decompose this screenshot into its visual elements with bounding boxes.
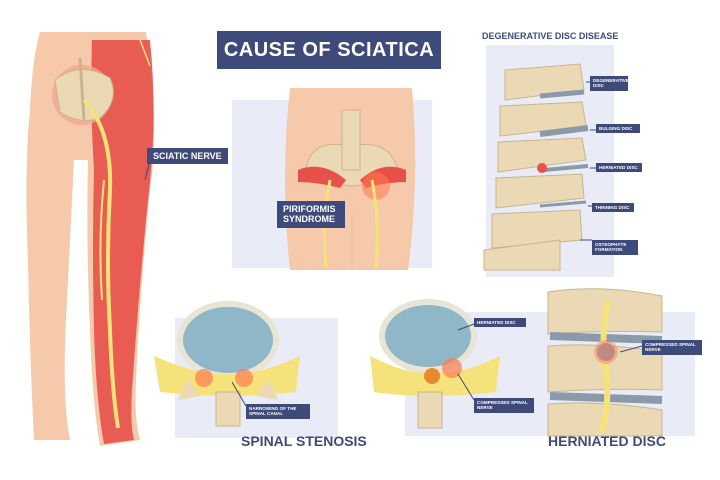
label-herniated-disc-axial: HERNIATED DISC — [474, 318, 526, 328]
label-compressed-nerve-axial: COMPRESSED SPINAL NERVE — [474, 398, 534, 413]
page-title: CAUSE OF SCIATICA — [217, 31, 441, 69]
herniated-side-illustration — [547, 288, 663, 437]
degenerative-heading: DEGENERATIVE DISC DISEASE — [482, 31, 619, 41]
label-narrowing-spinal-canal: NARROWING OF THE SPINAL CANAL — [246, 404, 310, 419]
stenosis-illustration — [154, 301, 300, 427]
label-osteophyte-formation: OSTEOPHYTE FORMATION — [592, 240, 638, 255]
degenerative-spine-illustration — [483, 63, 596, 271]
label-thinning-disc: THINNING DISC — [592, 203, 634, 213]
stenosis-heading: SPINAL STENOSIS — [241, 433, 367, 449]
label-degenerative-disc: DEGENERATIVE DISC — [590, 76, 629, 91]
leg-illustration — [26, 32, 155, 446]
label-herniated-disc-degenerative: HERNIATED DISC — [596, 163, 642, 173]
herniated-axial-illustration — [370, 299, 500, 429]
piriformis-illustration — [285, 88, 416, 270]
label-bulging-disc: BULGING DISC — [596, 124, 640, 134]
label-sciatic-nerve: SCIATIC NERVE — [147, 148, 228, 165]
herniated-heading: HERNIATED DISC — [548, 433, 666, 449]
label-compressed-nerve-side: COMPRESSED SPINAL NERVE — [642, 340, 702, 355]
label-piriformis-syndrome: PIRIFORMIS SYNDROME — [277, 201, 345, 228]
